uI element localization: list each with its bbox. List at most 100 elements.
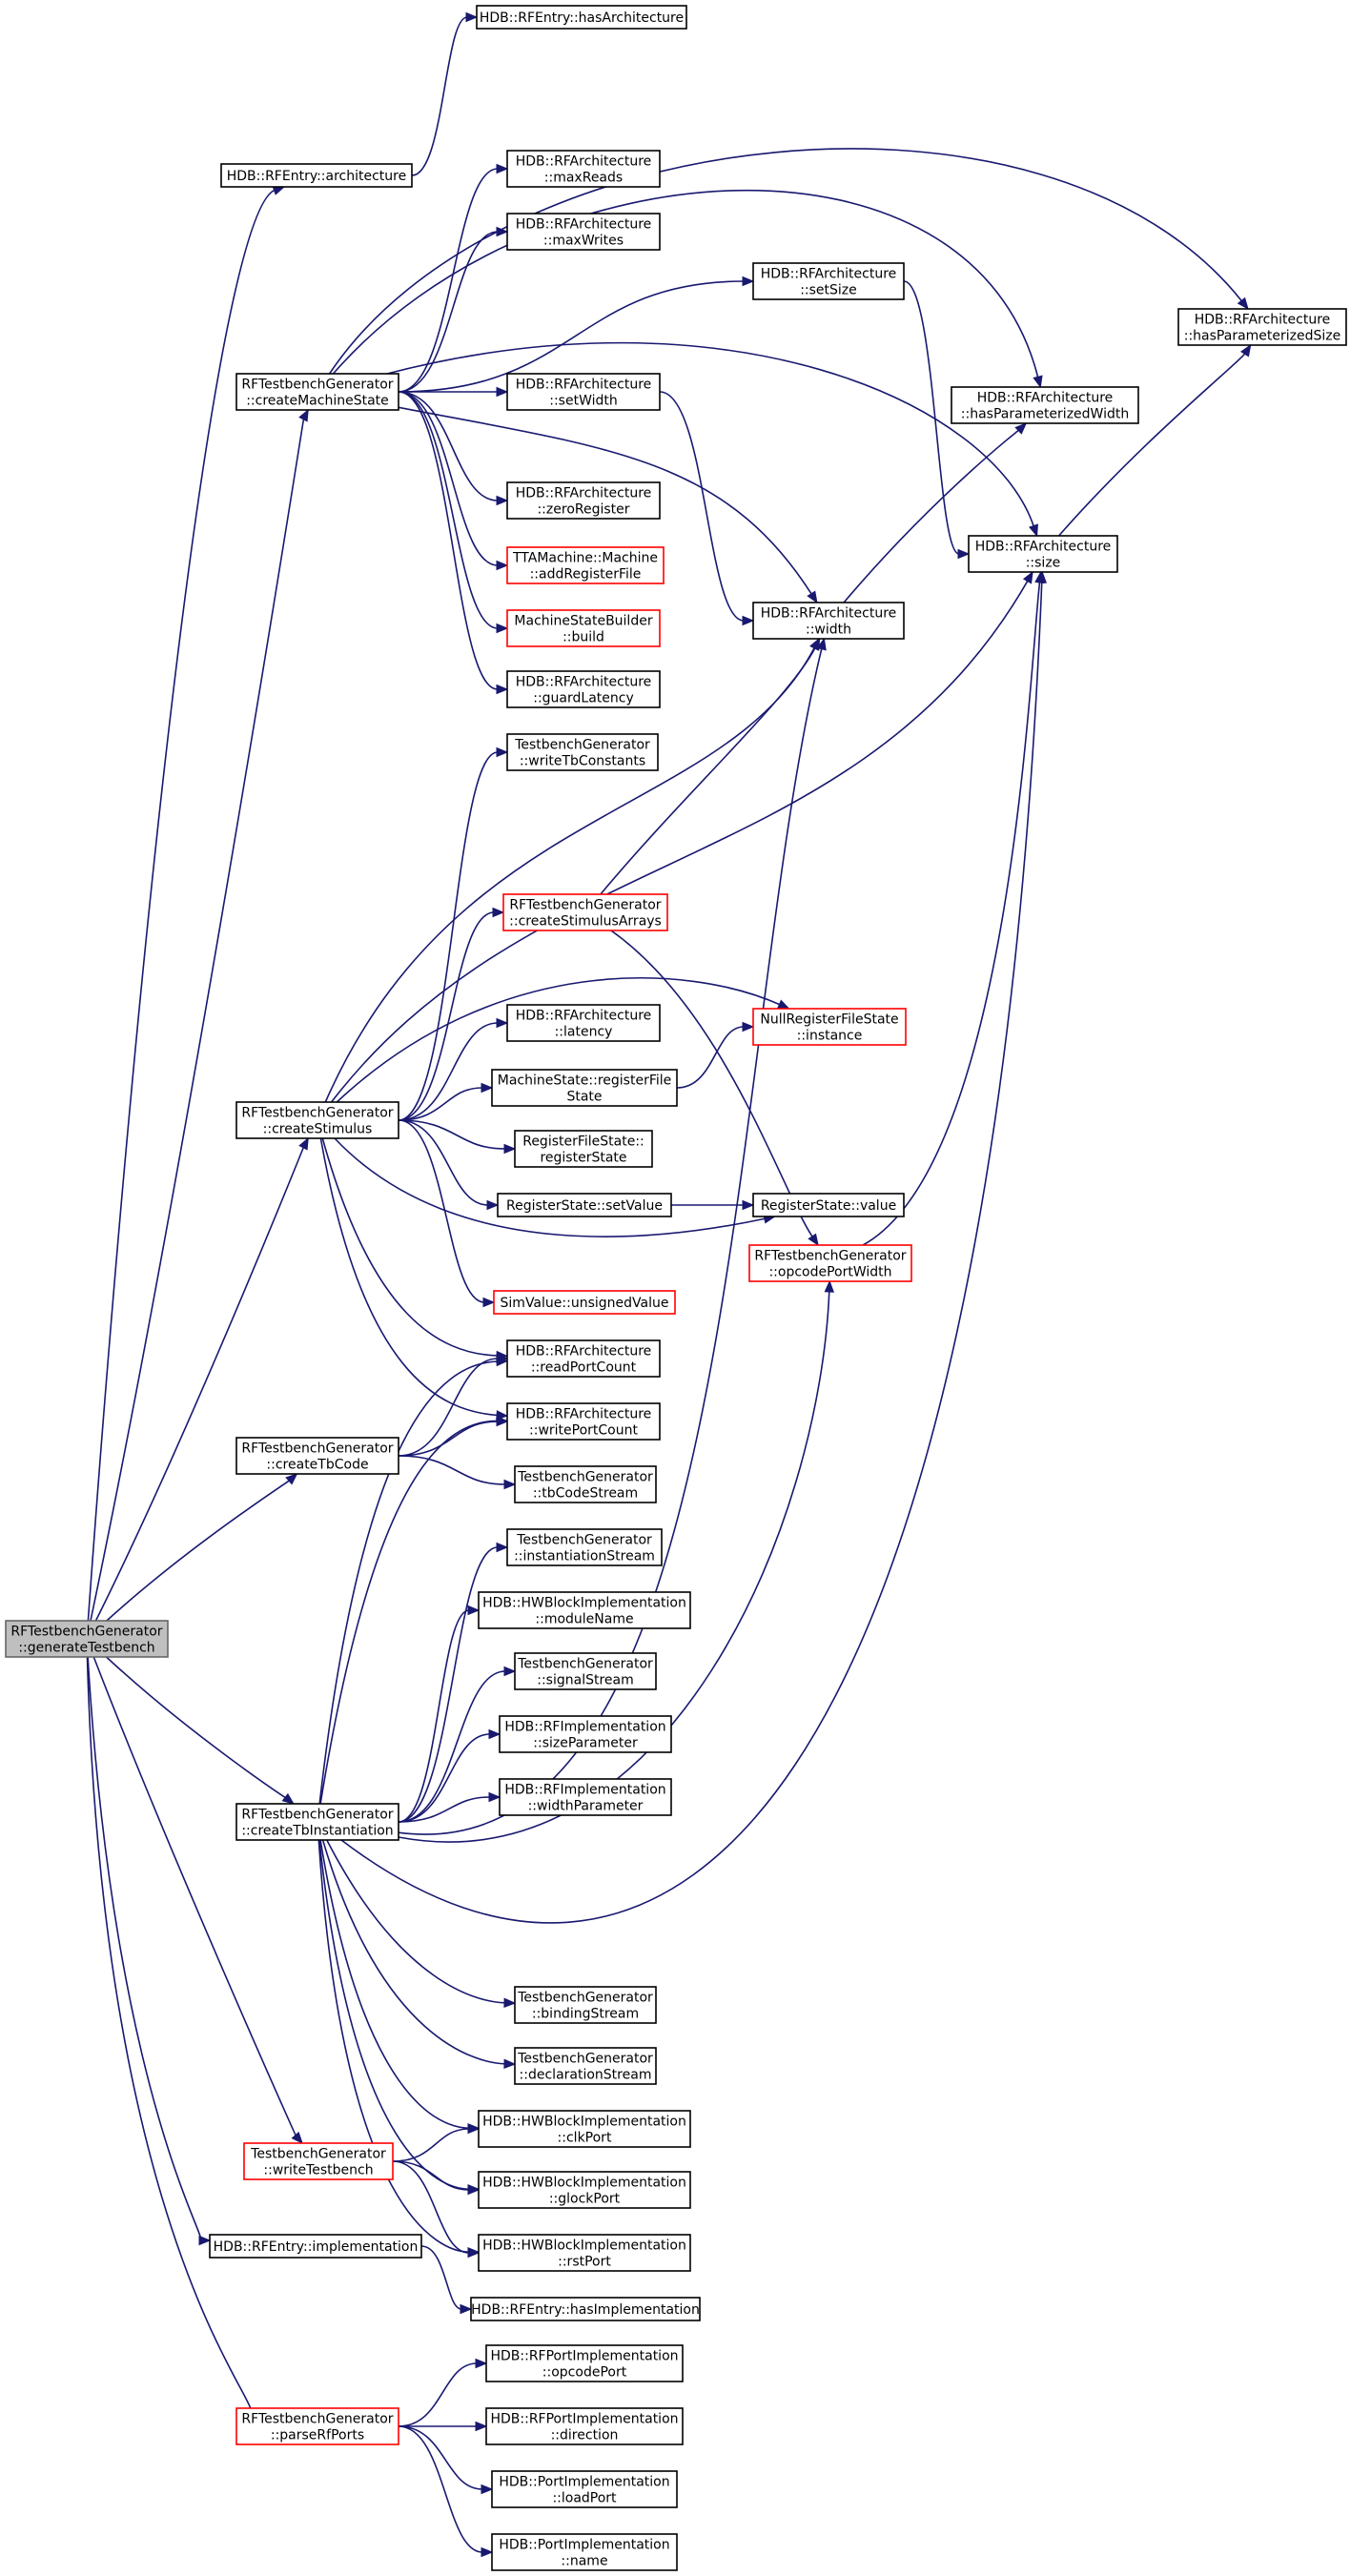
node-maxReads[interactable]: HDB::RFArchitecture::maxReads [506, 150, 661, 188]
node-label: ::createStimulusArrays [509, 914, 662, 930]
node-label: RFTestbenchGenerator [241, 1106, 393, 1121]
edge-implementation-to-hasImplementation [420, 2245, 473, 2315]
node-label: RFTestbenchGenerator [241, 1441, 393, 1457]
node-addRegisterFile[interactable]: TTAMachine::Machine::addRegisterFile [506, 546, 665, 584]
node-latency[interactable]: HDB::RFArchitecture::latency [506, 1004, 661, 1042]
arrowhead [496, 386, 509, 398]
node-createTbCode[interactable]: RFTestbenchGenerator::createTbCode [235, 1437, 399, 1475]
node-label: HDB::RFEntry::hasImplementation [471, 2302, 700, 2318]
node-writeTbConstants[interactable]: TestbenchGenerator::writeTbConstants [506, 733, 659, 771]
node-box [506, 1402, 661, 1441]
node-glockPort[interactable]: HDB::HWBlockImplementation::glockPort [478, 2171, 691, 2209]
edge-createMachineState-to-setWidth [398, 386, 509, 398]
arrowhead [742, 615, 755, 626]
node-parseRfPorts[interactable]: RFTestbenchGenerator::parseRfPorts [235, 2407, 399, 2445]
node-label: ::maxReads [544, 171, 623, 186]
node-label: HDB::RFEntry::hasArchitecture [480, 10, 684, 26]
node-zeroRegister[interactable]: HDB::RFArchitecture::zeroRegister [506, 481, 661, 520]
node-signalStream[interactable]: TestbenchGenerator::signalStream [514, 1652, 657, 1690]
edge-width-to-hasParameterizedWidth [843, 422, 1028, 603]
node-sizeParameter[interactable]: HDB::RFImplementation::sizeParameter [499, 1715, 672, 1753]
node-hasParameterizedWidth[interactable]: HDB::RFArchitecture::hasParameterizedWid… [951, 386, 1139, 424]
node-instantiationStream[interactable]: TestbenchGenerator::instantiationStream [506, 1528, 663, 1566]
node-label: HDB::RFArchitecture [516, 1407, 652, 1422]
node-label: TestbenchGenerator [250, 2147, 386, 2162]
node-box [514, 1652, 657, 1690]
node-tbCodeStream[interactable]: TestbenchGenerator::tbCodeStream [514, 1465, 657, 1503]
arrowhead [1237, 296, 1249, 311]
edge-createTbInstantiation-to-opcodePortWidth [398, 1279, 835, 1843]
node-readPortCount[interactable]: HDB::RFArchitecture::readPortCount [506, 1339, 661, 1378]
node-label: ::tbCodeStream [533, 1486, 638, 1502]
node-box [499, 1715, 672, 1753]
node-direction[interactable]: HDB::RFPortImplementation::direction [485, 2407, 684, 2445]
node-label: TestbenchGenerator [517, 1991, 653, 2006]
edge-createMachineState-to-zeroRegister [398, 391, 509, 506]
node-maxWrites[interactable]: HDB::RFArchitecture::maxWrites [506, 213, 661, 251]
node-setValue[interactable]: RegisterState::setValue [497, 1193, 672, 1217]
node-createStimulus[interactable]: RFTestbenchGenerator::createStimulus [235, 1101, 399, 1139]
node-generateTestbench[interactable]: RFTestbenchGenerator::generateTestbench [5, 1620, 169, 1658]
node-registerState[interactable]: RegisterFileState::registerState [514, 1130, 653, 1168]
node-box [506, 373, 661, 411]
node-writePortCount[interactable]: HDB::RFArchitecture::writePortCount [506, 1402, 661, 1441]
node-box [752, 1008, 907, 1046]
node-value[interactable]: RegisterState::value [752, 1193, 905, 1217]
node-widthParameter[interactable]: HDB::RFImplementation::widthParameter [499, 1778, 672, 1816]
node-width[interactable]: HDB::RFArchitecture::width [752, 602, 905, 640]
edge-createMachineState-to-hasParameterizedWidth [332, 189, 1043, 389]
node-hasImplementation[interactable]: HDB::RFEntry::hasImplementation [470, 2297, 701, 2321]
node-box [506, 670, 661, 708]
node-nullInstance[interactable]: NullRegisterFileState::instance [752, 1008, 907, 1046]
node-label: ::createStimulus [263, 1122, 373, 1137]
edge-createTbInstantiation-to-writePortCount [319, 1416, 509, 1805]
node-label: SimValue::unsignedValue [501, 1296, 669, 1311]
node-hasParameterizedSize[interactable]: HDB::RFArchitecture::hasParameterizedSiz… [1177, 308, 1347, 346]
edge-setWidth-to-width [659, 391, 755, 626]
arrowhead [467, 1605, 481, 1616]
node-opcodePort[interactable]: HDB::RFPortImplementation::opcodePort [485, 2344, 684, 2382]
node-setWidth[interactable]: HDB::RFArchitecture::setWidth [506, 373, 661, 411]
node-label: TestbenchGenerator [514, 738, 650, 753]
edge-createMachineState-to-hasParameterizedSize [328, 148, 1249, 375]
node-implementation[interactable]: HDB::RFEntry::implementation [209, 2234, 422, 2259]
node-setSize[interactable]: HDB::RFArchitecture::setSize [752, 262, 905, 300]
node-writeTestbench[interactable]: TestbenchGenerator::writeTestbench [243, 2142, 394, 2180]
node-label: HDB::RFEntry::implementation [214, 2239, 419, 2255]
node-loadPort[interactable]: HDB::PortImplementation::loadPort [491, 2470, 678, 2508]
edge-generateTestbench-to-createTbInstantiation [105, 1656, 295, 1805]
node-hasArchitecture[interactable]: HDB::RFEntry::hasArchitecture [476, 5, 687, 30]
node-size[interactable]: HDB::RFArchitecture::size [968, 535, 1118, 573]
node-createTbInstantiation[interactable]: RFTestbenchGenerator::createTbInstantiat… [235, 1803, 399, 1841]
node-guardLatency[interactable]: HDB::RFArchitecture::guardLatency [506, 670, 661, 708]
node-architecture[interactable]: HDB::RFEntry::architecture [220, 163, 413, 188]
node-box [752, 262, 905, 300]
arrowhead [281, 1792, 295, 1805]
node-createStimulusArrays[interactable]: RFTestbenchGenerator::createStimulusArra… [502, 893, 668, 931]
edge-writeTestbench-to-clkPort [392, 2123, 481, 2162]
node-rstPort[interactable]: HDB::HWBlockImplementation::rstPort [478, 2234, 691, 2272]
edge-createStimulus-to-writePortCount [319, 1137, 509, 1421]
node-box [514, 1465, 657, 1503]
node-label: ::build [562, 630, 604, 645]
edge-generateTestbench-to-createTbCode [106, 1473, 298, 1622]
arrowhead [467, 2184, 481, 2196]
node-build[interactable]: MachineStateBuilder::build [506, 609, 661, 647]
node-label: ::size [1026, 556, 1061, 571]
node-label: ::createTbCode [266, 1458, 368, 1473]
node-moduleName[interactable]: HDB::HWBlockImplementation::moduleName [478, 1591, 691, 1629]
edge-createTbCode-to-tbCodeStream [398, 1455, 517, 1490]
node-unsignedValue[interactable]: SimValue::unsignedValue [493, 1290, 676, 1315]
node-declarationStream[interactable]: TestbenchGenerator::declarationStream [514, 2047, 657, 2085]
node-box [506, 1004, 661, 1042]
node-name[interactable]: HDB::PortImplementation::name [491, 2533, 678, 2571]
node-label: HDB::RFArchitecture [975, 540, 1112, 555]
node-clkPort[interactable]: HDB::HWBlockImplementation::clkPort [478, 2110, 691, 2148]
node-createMachineState[interactable]: RFTestbenchGenerator::createMachineState [235, 373, 399, 411]
node-label: HDB::PortImplementation [499, 2475, 669, 2490]
node-bindingStream[interactable]: TestbenchGenerator::bindingStream [514, 1986, 657, 2024]
node-box [497, 1193, 672, 1217]
node-opcodePortWidth[interactable]: RFTestbenchGenerator::opcodePortWidth [748, 1244, 912, 1282]
node-label: ::clkPort [558, 2131, 612, 2146]
